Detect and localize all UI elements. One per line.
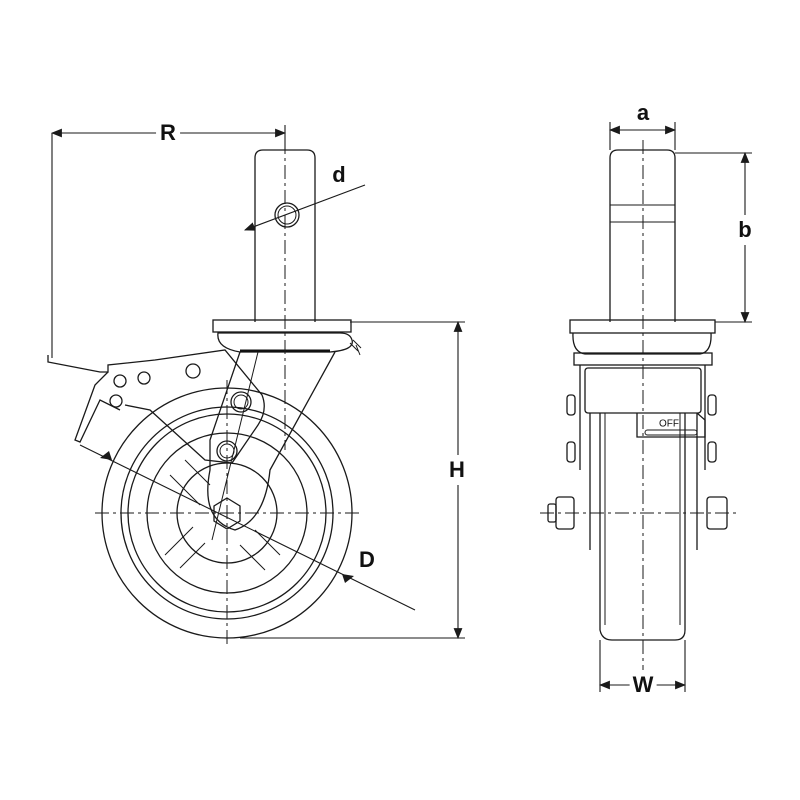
top-plate	[212, 319, 352, 333]
dimension-label-H: H	[449, 455, 465, 485]
dimension-label-b: b	[738, 215, 752, 245]
dimension-label-W: W	[629, 672, 657, 698]
swivel-head	[217, 332, 353, 353]
brake-off-label: OFF	[659, 418, 679, 430]
brake-plate	[47, 349, 265, 464]
front-view	[540, 122, 752, 692]
dimension-label-a: a	[636, 100, 650, 125]
dimension-label-R: R	[156, 120, 180, 146]
dimension-label-d: d	[332, 162, 346, 187]
dimension-label-D: D	[359, 547, 375, 572]
stem-hole	[274, 202, 300, 228]
axle-nut	[213, 497, 241, 530]
side-view	[47, 125, 465, 645]
fork	[207, 351, 336, 531]
